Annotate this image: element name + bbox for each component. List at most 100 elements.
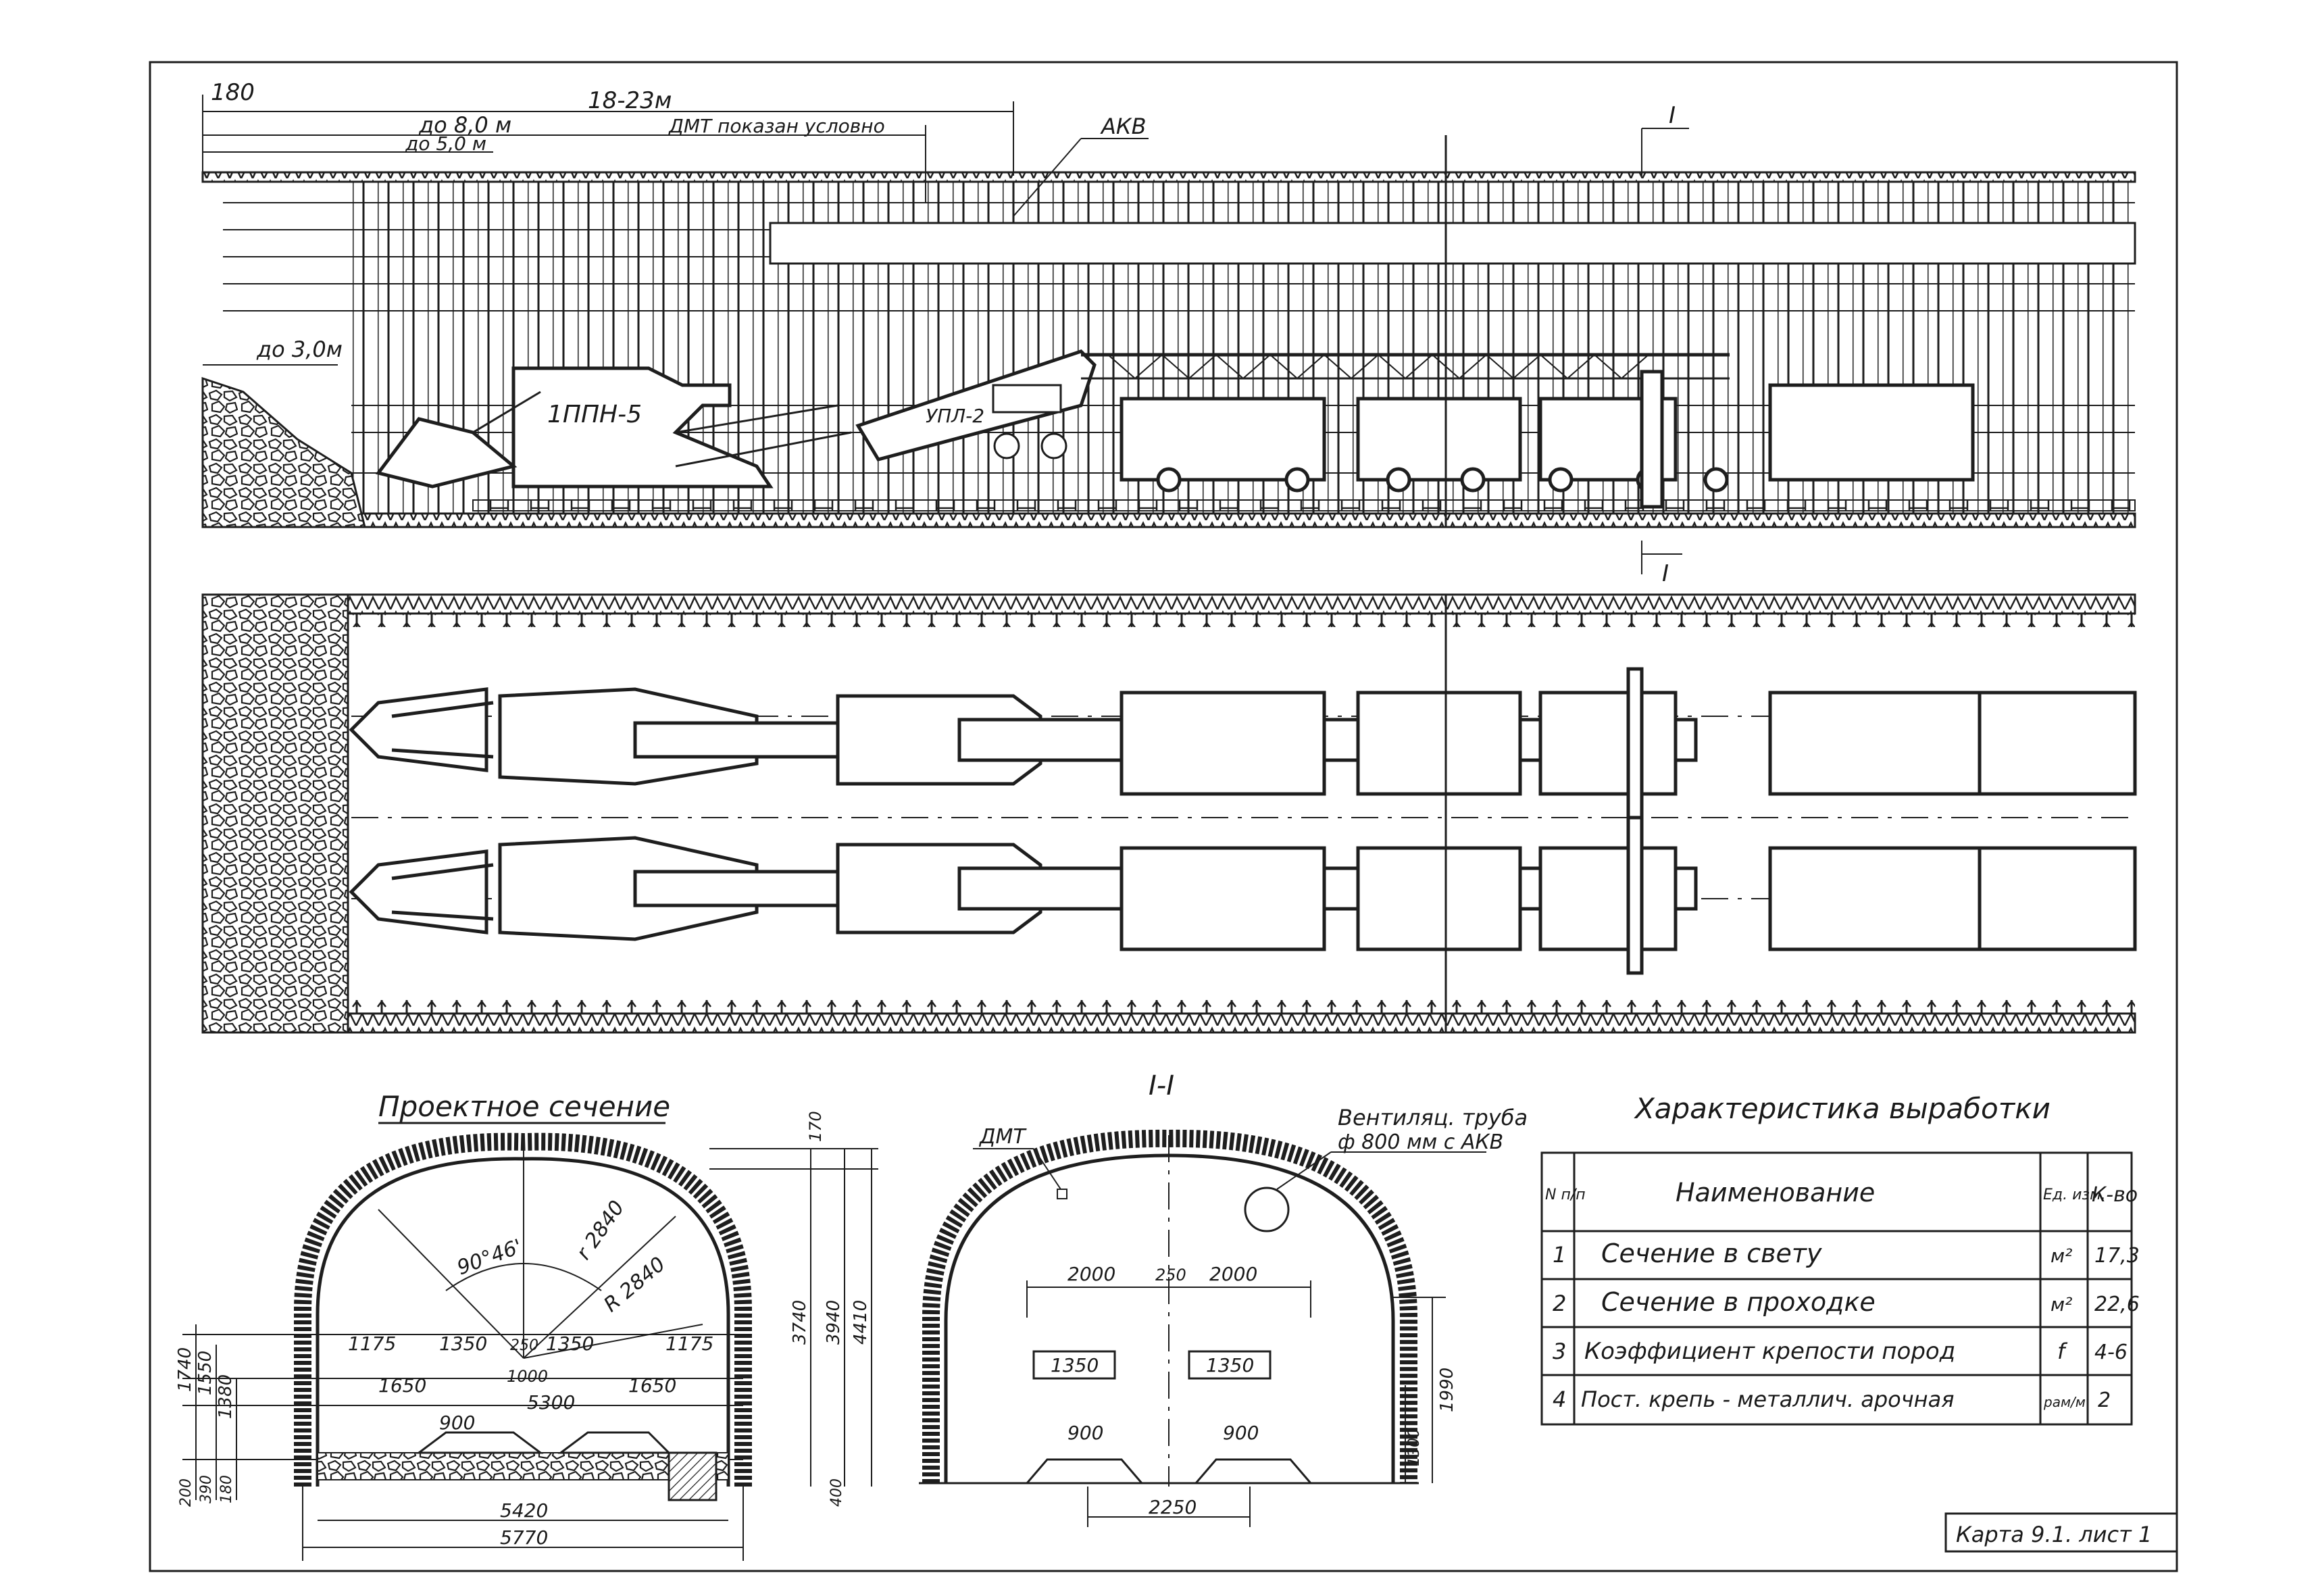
- section-dim-1350b: 1350: [1206, 1354, 1254, 1376]
- tunnel-roof: [201, 171, 2136, 183]
- table-row-1-unit: м²: [2051, 1245, 2072, 1267]
- sheet-stamp: Карта 9.1. лист 1: [1944, 1512, 2178, 1553]
- design-dim-5300: 5300: [527, 1391, 575, 1414]
- design-dim-200: 200: [178, 1478, 195, 1507]
- design-dim-1350a: 1350: [439, 1332, 487, 1355]
- design-dim-1380: 1380: [216, 1374, 236, 1419]
- design-dim-900: 900: [439, 1412, 475, 1434]
- section-1-1-title: I-I: [1149, 1070, 1174, 1101]
- section-dim-2000a: 2000: [1067, 1263, 1115, 1285]
- table-header-unit: Ед. изм.: [2043, 1187, 2106, 1203]
- section-car-left: [1032, 1350, 1116, 1380]
- pipe-label-line1: Вентиляц. труба: [1338, 1105, 1528, 1130]
- dim-18-23m: 18-23м: [588, 87, 672, 114]
- design-angle: 90°46': [454, 1235, 526, 1280]
- design-r1: r 2840: [572, 1196, 629, 1264]
- design-section-title: Проектное сечение: [378, 1090, 670, 1123]
- design-dim-1650a: 1650: [378, 1374, 426, 1397]
- section-dmt-label: ДМТ: [978, 1125, 1027, 1149]
- design-dim-3940: 3940: [824, 1300, 844, 1345]
- pipe-label-line2: ф 800 мм с АКВ: [1338, 1130, 1503, 1154]
- design-dim-1650b: 1650: [628, 1374, 676, 1397]
- sheet-frame: [149, 61, 2178, 1572]
- section-dim-1300: 1300: [1406, 1428, 1423, 1466]
- section-arch-outer: [922, 1129, 1417, 1483]
- table-row-1-name: Сечение в свету: [1601, 1239, 1822, 1268]
- section-mark-bottom: I: [1662, 560, 1669, 587]
- plan-wall-top: [201, 593, 2136, 615]
- longitudinal-section: 180 18-23м до 8,0 м до 5,0 м ДМТ показан…: [201, 79, 2136, 587]
- section-dim-1350a: 1350: [1051, 1354, 1099, 1376]
- design-dim-390: 390: [198, 1475, 215, 1503]
- dim-180: 180: [211, 79, 255, 106]
- table-row-3-qty: 4-6: [2094, 1341, 2128, 1364]
- dmt-note: ДМТ показан условно: [668, 115, 885, 137]
- table-row-3-unit: f: [2057, 1339, 2068, 1364]
- design-dim-1000: 1000: [507, 1367, 548, 1386]
- plan-view: [201, 593, 2137, 1034]
- train-upper: [349, 667, 2137, 826]
- design-dim-250: 250: [510, 1337, 538, 1354]
- table-title: Характеристика выработки: [1634, 1092, 2051, 1125]
- dim-do-8m: до 8,0 м: [418, 112, 511, 138]
- loader-label: 1ППН-5: [547, 401, 642, 428]
- dim-do-5m: до 5,0 м: [405, 132, 486, 155]
- rail-track: [472, 499, 2136, 512]
- design-dim-5420: 5420: [500, 1499, 548, 1522]
- table-row-2-name: Сечение в проходке: [1601, 1287, 1876, 1317]
- table-row-4-num: 4: [1553, 1387, 1566, 1412]
- table-row-3-name: Коэффициент крепости пород: [1584, 1338, 1955, 1365]
- section-dim-1990: 1990: [1437, 1368, 1457, 1412]
- plan-support-teeth-top: [351, 614, 2135, 627]
- table-row-1-qty: 17,3: [2094, 1244, 2140, 1268]
- characteristics-table: Характеристика выработки N п/п Наименова…: [1540, 1092, 2140, 1426]
- section-vent-pipe: [1244, 1187, 1290, 1232]
- train-lower: [349, 816, 2137, 975]
- design-section: Проектное сечение: [175, 1090, 878, 1561]
- rock-face-heap: [201, 376, 366, 528]
- akv-label: АКВ: [1100, 114, 1147, 139]
- table-row-3-num: 3: [1553, 1339, 1566, 1364]
- design-dim-180: 180: [218, 1475, 235, 1503]
- design-dim-1550: 1550: [195, 1351, 216, 1395]
- section-mark-top: I: [1669, 102, 1676, 129]
- mine-cars: [1120, 370, 1975, 509]
- table-row-4-qty: 2: [2098, 1389, 2111, 1412]
- design-dim-170: 170: [806, 1111, 825, 1142]
- plan-rock-face: [201, 593, 349, 1034]
- table-header-name: Наименование: [1676, 1178, 1875, 1207]
- section-dim-250: 250: [1155, 1266, 1186, 1285]
- conveyor-label: УПЛ-2: [926, 405, 984, 427]
- design-dim-1350b: 1350: [546, 1332, 594, 1355]
- plan-wall-bottom: [201, 1012, 2136, 1034]
- design-dim-4410: 4410: [851, 1300, 871, 1345]
- table-row-4-unit: рам/м: [2043, 1394, 2086, 1410]
- design-dim-1740: 1740: [175, 1347, 195, 1392]
- design-floor-ballast: [317, 1452, 729, 1480]
- loader-1ppn5: 1ППН-5: [375, 366, 852, 489]
- table-row-1-num: 1: [1553, 1242, 1566, 1268]
- section-dim-2000b: 2000: [1209, 1263, 1257, 1285]
- table-row-2-unit: м²: [2051, 1293, 2072, 1316]
- table-row-2-num: 2: [1553, 1291, 1566, 1316]
- design-arch-outer: [294, 1132, 752, 1487]
- sheet-stamp-text: Карта 9.1. лист 1: [1956, 1522, 2152, 1547]
- section-car-right: [1188, 1350, 1272, 1380]
- section-dim-900b: 900: [1223, 1422, 1259, 1444]
- design-drain: [668, 1451, 718, 1501]
- table-header-num: N п/п: [1545, 1187, 1586, 1203]
- section-1-1: I-I ДМТ Вентиляц. труба ф 800 мм с АКВ: [919, 1070, 1528, 1527]
- table-row-2-qty: 22,6: [2094, 1293, 2140, 1316]
- section-dim-900a: 900: [1067, 1422, 1103, 1444]
- tunnel-floor: [201, 512, 2136, 528]
- design-dim-3740: 3740: [790, 1300, 810, 1345]
- table-row-4-name: Пост. крепь - металлич. арочная: [1581, 1387, 1954, 1412]
- design-dim-1175a: 1175: [348, 1332, 396, 1355]
- design-dim-1175b: 1175: [665, 1332, 713, 1355]
- dim-do-3m: до 3,0м: [256, 336, 343, 362]
- design-dim-5770: 5770: [500, 1526, 548, 1549]
- design-dim-400: 400: [828, 1478, 845, 1507]
- conveyor-upl2: УПЛ-2: [855, 349, 1730, 462]
- plan-support-teeth-bottom: [351, 1000, 2135, 1014]
